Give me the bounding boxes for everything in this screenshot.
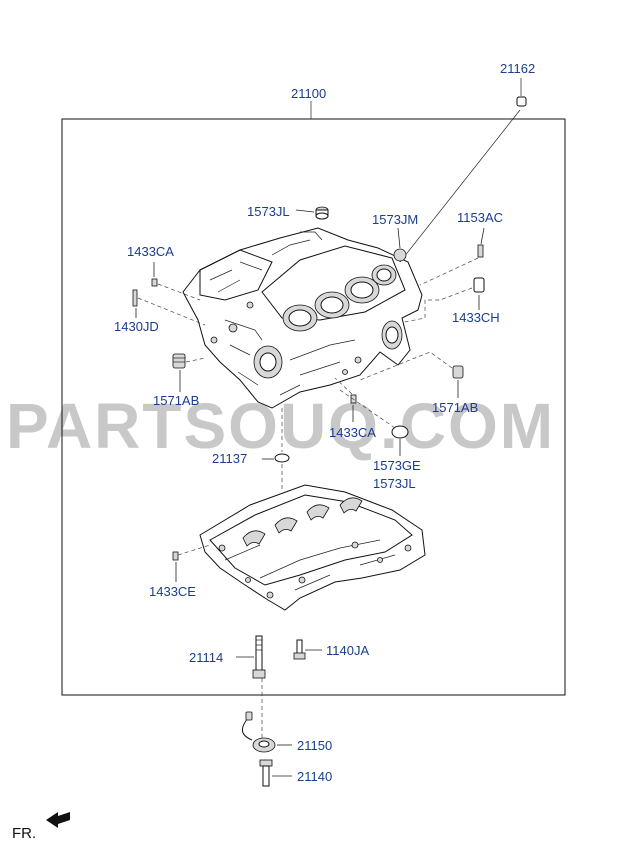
part-21140-bolt[interactable]: [259, 759, 273, 787]
part-1573ge-plug[interactable]: [391, 425, 409, 439]
front-direction-marker: FR.: [12, 812, 70, 842]
label-1140ja: 1140JA: [326, 643, 369, 658]
label-21114: 21114: [189, 650, 223, 665]
part-1433ca-left-pin[interactable]: [151, 278, 158, 287]
lower-crankcase[interactable]: [199, 484, 426, 611]
part-1140ja-bolt[interactable]: [293, 639, 306, 660]
label-21150: 21150: [297, 738, 332, 753]
label-21100: 21100: [291, 86, 326, 101]
part-1433ch-pin[interactable]: [473, 277, 485, 293]
part-1430jd-pin[interactable]: [132, 289, 138, 307]
label-1430jd: 1430JD: [114, 319, 159, 334]
label-1433ce: 1433CE: [149, 584, 196, 599]
label-1433ch: 1433CH: [452, 310, 500, 325]
part-21162-plug[interactable]: [516, 78, 527, 107]
part-1571ab-left-plug[interactable]: [172, 353, 186, 369]
assembly-frame: [61, 118, 566, 696]
part-21150-knock-sensor[interactable]: [242, 711, 276, 753]
part-21137-o-ring[interactable]: [274, 453, 290, 463]
label-1573jl-bottom: 1573JL: [373, 476, 416, 491]
label-1433ca-mid: 1433CA: [329, 425, 376, 440]
label-1153ac: 1153AC: [457, 210, 503, 225]
label-1573jl-top: 1573JL: [247, 204, 290, 219]
front-arrow-icon: [46, 812, 70, 828]
label-1573jm: 1573JM: [372, 212, 418, 227]
label-1571ab-left: 1571AB: [153, 393, 199, 408]
part-1573jl-top-plug[interactable]: [315, 206, 329, 220]
label-1433ca-left: 1433CA: [127, 244, 174, 259]
label-21140: 21140: [297, 769, 332, 784]
label-21162: 21162: [500, 61, 535, 76]
part-1571ab-right-plug[interactable]: [452, 365, 464, 379]
cylinder-block[interactable]: [182, 227, 423, 409]
label-1573ge: 1573GE: [373, 458, 421, 473]
front-label: FR.: [12, 825, 36, 842]
label-1571ab-right: 1571AB: [432, 400, 478, 415]
part-1153ac-dowel[interactable]: [477, 244, 484, 258]
part-1433ce-pin[interactable]: [172, 551, 179, 561]
part-1573jm-plug[interactable]: [393, 248, 407, 262]
label-21137: 21137: [212, 451, 247, 466]
part-21114-bolt[interactable]: [252, 635, 266, 679]
